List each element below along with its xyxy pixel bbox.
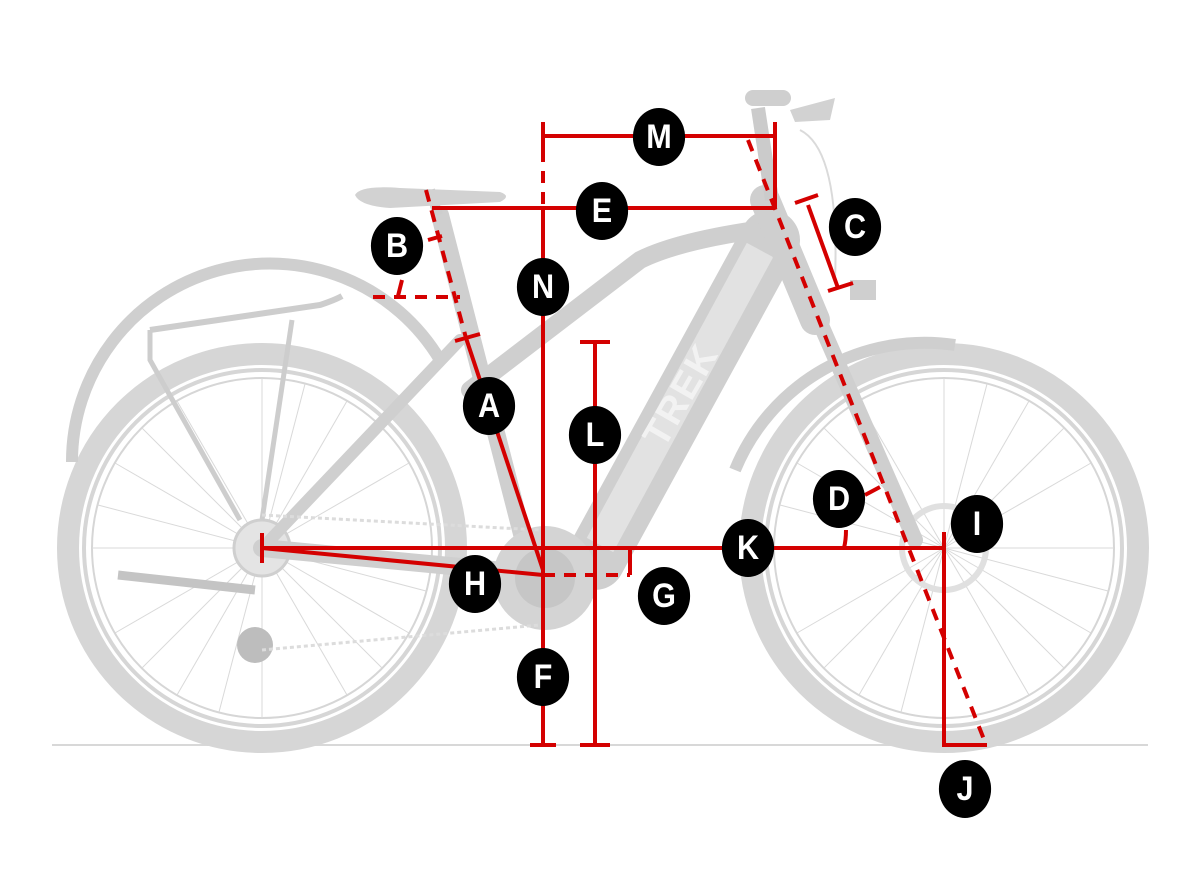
label-badge-f: F bbox=[516, 648, 570, 706]
label-badge-b: B bbox=[370, 217, 424, 275]
label-badge-e: E bbox=[575, 182, 629, 240]
head-tube-line bbox=[806, 204, 840, 289]
label-badge-g: G bbox=[637, 567, 691, 625]
label-badge-c: C bbox=[828, 198, 882, 256]
label-badge-h: H bbox=[448, 555, 502, 613]
seat-tube-line bbox=[464, 337, 545, 571]
label-badge-k: K bbox=[721, 519, 775, 577]
label-badge-m: M bbox=[632, 108, 686, 166]
label-badge-j: J bbox=[938, 760, 992, 818]
label-badge-a: A bbox=[462, 377, 516, 435]
seat-tube-axis-line bbox=[424, 189, 468, 339]
label-badge-l: L bbox=[568, 406, 622, 464]
label-badge-i: I bbox=[950, 495, 1004, 553]
trail-line bbox=[942, 532, 987, 747]
rear-wheel bbox=[57, 257, 467, 753]
label-badge-d: D bbox=[812, 470, 866, 528]
label-badge-n: N bbox=[516, 258, 570, 316]
steering-axis-line bbox=[746, 139, 987, 743]
front-wheel bbox=[729, 336, 1149, 753]
